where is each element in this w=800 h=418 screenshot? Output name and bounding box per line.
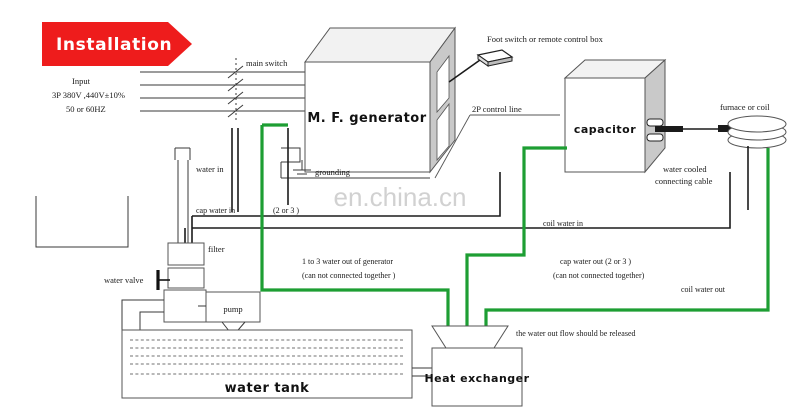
release-note-label: the water out flow should be released — [516, 329, 636, 338]
capacitor-unit: capacitor — [563, 58, 667, 174]
filter-label: filter — [208, 244, 225, 254]
water-tank-label: water tank — [225, 381, 310, 396]
coil-water-out-label: coil water out — [681, 285, 726, 294]
filter-valve-assembly: filter water valve pump — [104, 147, 261, 340]
cap-water-in-qty: (2 or 3 ) — [273, 206, 299, 215]
input-label-line3: 50 or 60HZ — [66, 104, 106, 114]
water-cooled-cable-line2: connecting cable — [655, 176, 713, 186]
coil-water-in-label: coil water in — [543, 219, 583, 228]
water-cooled-cable: water cooled connecting cable — [655, 125, 740, 186]
foot-switch-label: Foot switch or remote control box — [487, 34, 604, 44]
filter-box — [167, 242, 205, 266]
black-pipe-network: cap water in (2 or 3 ) coil water in wat… — [184, 128, 749, 245]
grounding-label: grounding — [315, 167, 351, 177]
input-label-line2: 3P 380V ,440V±10% — [52, 90, 125, 100]
capacitor-label: capacitor — [574, 123, 636, 136]
installation-banner: Installation — [42, 22, 192, 66]
gen-water-out-line1: 1 to 3 water out of generator — [302, 257, 393, 266]
cap-water-out-line1: cap water out (2 or 3 ) — [560, 257, 631, 266]
water-tank: water tank — [121, 329, 432, 399]
banner-title: Installation — [56, 35, 172, 55]
watermark-text: en.china.cn — [334, 182, 467, 212]
pump-label: pump — [223, 304, 242, 314]
green-pipe-network: 1 to 3 water out of generator (can not c… — [260, 123, 770, 330]
foot-switch: Foot switch or remote control box — [448, 34, 604, 83]
furnace-coil-label: furnace or coil — [720, 102, 770, 112]
left-return-pipe — [35, 196, 129, 248]
pump-box — [205, 291, 261, 323]
main-switch-label: main switch — [246, 58, 288, 68]
heat-exchanger-label: Heat exchanger — [424, 372, 529, 385]
water-valve-label: water valve — [104, 275, 144, 285]
water-in-label: water in — [196, 164, 224, 174]
cap-water-out-line2: (can not connected together) — [553, 271, 645, 280]
power-input-group: Input 3P 380V ,440V±10% 50 or 60HZ main … — [52, 58, 305, 122]
gen-water-out-line2: (can not connected together ) — [302, 271, 396, 280]
mf-generator: M. F. generator — [304, 26, 456, 174]
generator-label: M. F. generator — [307, 111, 426, 126]
valve-box — [167, 267, 205, 289]
cap-water-in-label: cap water in — [196, 206, 235, 215]
water-cooled-cable-line1: water cooled — [663, 164, 707, 174]
heat-exchanger: Heat exchanger the water out flow should… — [424, 325, 636, 407]
control-line-group: 2P control line — [434, 104, 560, 179]
grounding-group: grounding — [280, 147, 430, 179]
furnace-coil: furnace or coil — [720, 102, 787, 149]
input-label-line1: Input — [72, 76, 91, 86]
control-line-label: 2P control line — [472, 104, 522, 114]
